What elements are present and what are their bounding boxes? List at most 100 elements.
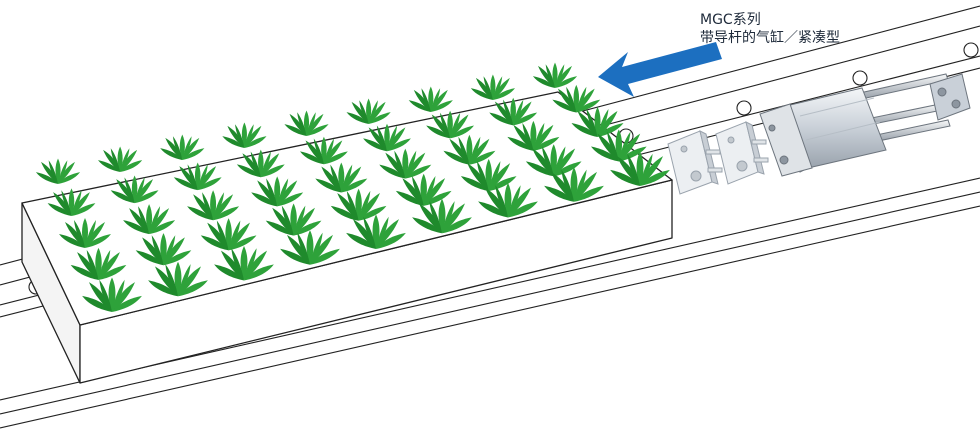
plant-leaf — [346, 232, 376, 249]
plant-leaf — [120, 148, 130, 172]
plant-leaf — [423, 178, 446, 206]
plant-leaf — [597, 123, 624, 137]
plant-leaf — [194, 162, 201, 191]
plant-leaf — [330, 164, 342, 193]
plant-icon — [544, 167, 604, 202]
plant-leaf — [387, 125, 398, 152]
plant-leaf — [306, 230, 314, 265]
plant-leaf — [265, 220, 294, 236]
plant-leaf — [70, 265, 99, 280]
plant-leaf — [112, 279, 125, 312]
plant-leaf — [476, 161, 489, 192]
plant-leaf — [313, 138, 324, 165]
plant-leaf — [508, 187, 531, 218]
plant-leaf — [552, 99, 577, 113]
plant-leaf — [420, 173, 427, 206]
plant-leaf — [293, 205, 306, 236]
plant-leaf — [402, 148, 409, 179]
plant-icon — [532, 62, 578, 88]
plant-leaf — [447, 110, 453, 139]
plant-leaf — [82, 295, 112, 312]
plant-leaf — [557, 88, 577, 113]
plant-leaf — [485, 159, 492, 192]
plant-leaf — [576, 86, 587, 113]
plant-icon — [35, 158, 81, 184]
plant-leaf — [488, 163, 511, 192]
plant-leaf — [149, 220, 176, 235]
plant-leaf — [197, 177, 222, 191]
plant-leaf — [225, 218, 232, 251]
plant-leaf — [149, 208, 170, 235]
plant-leaf — [221, 250, 244, 281]
plant-leaf — [116, 179, 135, 204]
mounting-plate — [667, 130, 723, 195]
plant-leaf — [423, 175, 436, 206]
plant-leaf — [384, 123, 390, 152]
plant-leaf — [197, 164, 208, 191]
plant-leaf — [95, 247, 102, 280]
plant-leaf — [544, 185, 574, 202]
plant-leaf — [290, 203, 297, 236]
plant-leaf — [492, 77, 510, 100]
plant-leaf — [513, 101, 532, 126]
plant-leaf — [426, 125, 451, 139]
plant-leaf — [552, 62, 558, 88]
plant-icon — [280, 230, 340, 265]
plant-leaf — [574, 171, 597, 202]
plant-leaf — [260, 164, 285, 178]
plant-grid — [35, 62, 670, 312]
left-arrow-icon — [598, 42, 722, 97]
plant-leaf — [545, 64, 555, 88]
plant-leaf — [341, 164, 353, 193]
plant-leaf — [306, 113, 324, 136]
plant-icon — [284, 110, 329, 136]
plant-leaf — [174, 261, 182, 297]
plant-leaf — [321, 136, 327, 165]
plant-leaf — [553, 148, 576, 177]
plant-leaf — [561, 169, 574, 202]
plant-leaf — [315, 178, 342, 193]
plant-leaf — [640, 156, 663, 186]
plant-leaf — [272, 207, 294, 236]
plant-leaf — [419, 203, 442, 234]
plant-leaf — [293, 207, 315, 236]
plant-leaf — [450, 114, 469, 139]
plant-leaf — [508, 185, 521, 218]
plant-leaf — [358, 190, 371, 221]
plant-leaf — [155, 266, 178, 297]
plant-leaf — [251, 192, 278, 207]
plant-tray — [21, 91, 673, 384]
plant-leaf — [120, 160, 143, 172]
plant-leaf — [310, 232, 323, 265]
plant-leaf — [321, 166, 342, 193]
plant-leaf — [577, 111, 598, 137]
plant-leaf — [99, 279, 112, 312]
plant-leaf — [74, 220, 85, 248]
plant-leaf — [241, 122, 247, 148]
plant-leaf — [163, 237, 185, 266]
plant-leaf — [412, 217, 442, 234]
plant-leaf — [306, 112, 316, 136]
plant-leaf — [179, 134, 185, 160]
plant-leaf — [429, 201, 442, 234]
plant-leaf — [439, 112, 451, 139]
plant-leaf — [597, 109, 609, 137]
plant-leaf — [61, 190, 72, 216]
plant-icon — [489, 97, 538, 126]
plant-leaf — [274, 176, 281, 207]
plant-leaf — [607, 131, 619, 162]
plant-leaf — [376, 125, 387, 152]
plant-leaf — [530, 120, 537, 151]
plant-leaf — [385, 152, 406, 179]
plant-leaf — [134, 179, 153, 204]
plant-leaf — [58, 172, 81, 184]
plant-leaf — [71, 192, 90, 216]
plant-leaf — [165, 137, 183, 160]
plant-leaf — [305, 140, 324, 165]
plant-leaf — [492, 88, 515, 100]
plant-leaf — [395, 190, 424, 206]
plant-leaf — [533, 122, 545, 151]
plant-leaf — [297, 112, 307, 136]
plant-leaf — [533, 124, 554, 151]
